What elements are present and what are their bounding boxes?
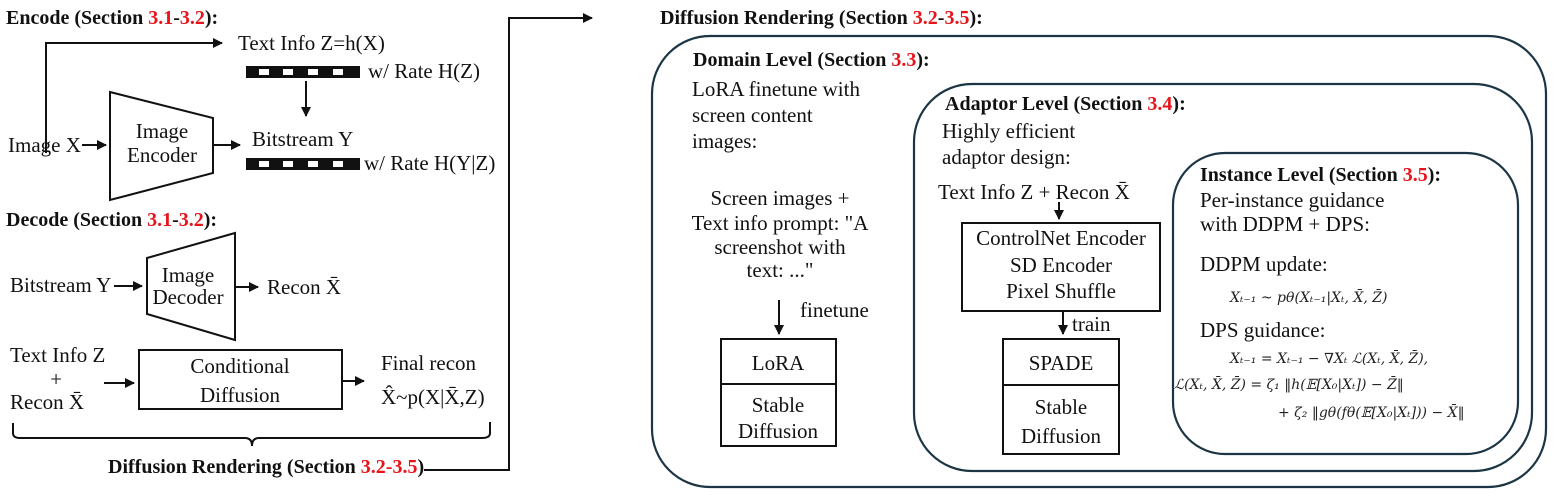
adaptor-encoder-box	[961, 222, 1161, 312]
rendering-brace	[12, 422, 491, 447]
spade-sd-box	[1002, 338, 1120, 455]
cond-label-line2: Diffusion	[200, 383, 281, 407]
encoder-label-line1: Image	[136, 119, 188, 143]
instance-level-box	[1171, 151, 1520, 456]
rendering-heading: Diffusion Rendering (Section 3.2-3.5):	[660, 7, 983, 29]
domain-title: Domain Level (Section 3.3):	[693, 49, 930, 71]
domain-sd-line2: Diffusion	[738, 419, 819, 443]
domain-level-box	[650, 34, 1548, 489]
domain-desc-line1: LoRA finetune with	[692, 77, 860, 101]
domain-desc-line2: screen content	[692, 103, 813, 127]
dps-label: DPS guidance:	[1200, 318, 1325, 342]
ddpm-label: DDPM update:	[1200, 252, 1328, 276]
bitstream-label: Bitstream Y	[252, 127, 353, 151]
adaptor-desc-line1: Highly efficient	[942, 119, 1075, 143]
arrow-to-rendering-panel	[424, 13, 593, 471]
dps-equation-line3: + ζ₂ ‖gθ(fθ(𝔼[X₀|Xₜ])) − X̄‖	[1278, 403, 1465, 421]
adaptor-sd-line1: Stable	[1035, 395, 1088, 419]
image-decoder-shape	[146, 231, 236, 342]
adaptor-level-box	[912, 82, 1534, 473]
bitstream-bar-y-icon	[246, 158, 360, 170]
adaptor-title: Adaptor Level (Section 3.4):	[945, 93, 1186, 115]
decode-heading: Decode (Section 3.1-3.2):	[6, 209, 217, 231]
encoder-label-line2: Encoder	[127, 143, 197, 167]
domain-prompt-line2: Text info prompt: "A	[692, 211, 870, 235]
domain-sd-line1: Stable	[752, 393, 805, 417]
domain-prompt-line4: text: ..."	[747, 258, 814, 282]
recon-label: Recon X̄	[267, 275, 341, 299]
dps-equation-line1: Xₜ₋₁ = Xₜ₋₁ − ∇Xₜ ℒ(Xₜ, X̄, Z̄),	[1229, 349, 1428, 367]
decode-bitstream-label: Bitstream Y	[10, 273, 111, 297]
domain-desc-line3: images:	[692, 129, 757, 153]
lora-label: LoRA	[752, 351, 805, 375]
conditional-diffusion-box	[138, 349, 343, 410]
text-info-z-label: Text Info Z	[10, 343, 105, 367]
instance-title: Instance Level (Section 3.5):	[1200, 164, 1441, 186]
finetune-label: finetune	[800, 298, 869, 322]
adaptor-desc-line2: adaptor design:	[942, 145, 1071, 169]
image-encoder-shape	[109, 90, 214, 202]
decoder-label-line2: Decoder	[152, 285, 223, 309]
image-x-label: Image X	[8, 133, 81, 157]
adaptor-input-label: Text Info Z + Recon X̄	[938, 180, 1130, 204]
rate-z-label: w/ Rate H(Z)	[368, 59, 480, 83]
plus-label: +	[50, 367, 62, 391]
dps-equation-line2: ℒ(Xₜ, X̄, Z̄) = ζ₁ ‖h(𝔼[X₀|Xₜ]) − Z̄‖	[1174, 375, 1404, 393]
pixel-shuffle-label: Pixel Shuffle	[1006, 279, 1116, 303]
spade-label: SPADE	[1029, 351, 1094, 375]
domain-prompt-line3: screenshot with	[714, 235, 846, 259]
recon-x-label: Recon X̄	[10, 390, 84, 414]
rate-yz-label: w/ Rate H(Y|Z)	[364, 151, 495, 175]
domain-prompt-line1: Screen images +	[711, 186, 850, 210]
cond-label-line1: Conditional	[190, 354, 289, 378]
train-label: train	[1072, 312, 1111, 336]
sd-encoder-label: SD Encoder	[1010, 253, 1112, 277]
final-recon-label: Final recon	[381, 351, 477, 375]
arrow-to-text-info	[45, 38, 223, 153]
instance-desc-line1: Per-instance guidance	[1200, 188, 1384, 212]
brace-label: Diffusion Rendering (Section 3.2-3.5)	[108, 456, 424, 478]
bitstream-bar-z-icon	[246, 66, 360, 78]
adaptor-sd-line2: Diffusion	[1021, 424, 1102, 448]
lora-sd-box	[720, 338, 837, 447]
text-info-label: Text Info Z=h(X)	[238, 31, 385, 55]
encode-heading: Encode (Section 3.1-3.2):	[6, 7, 218, 29]
ddpm-equation: Xₜ₋₁ ~ pθ(Xₜ₋₁|Xₜ, X̄, Z̄)	[1229, 288, 1387, 306]
instance-desc-line2: with DDPM + DPS:	[1200, 212, 1370, 236]
decoder-label-line1: Image	[162, 263, 214, 287]
final-recon-formula: X̂~p(X|X̄,Z)	[381, 385, 485, 409]
controlnet-encoder-label: ControlNet Encoder	[976, 226, 1146, 250]
